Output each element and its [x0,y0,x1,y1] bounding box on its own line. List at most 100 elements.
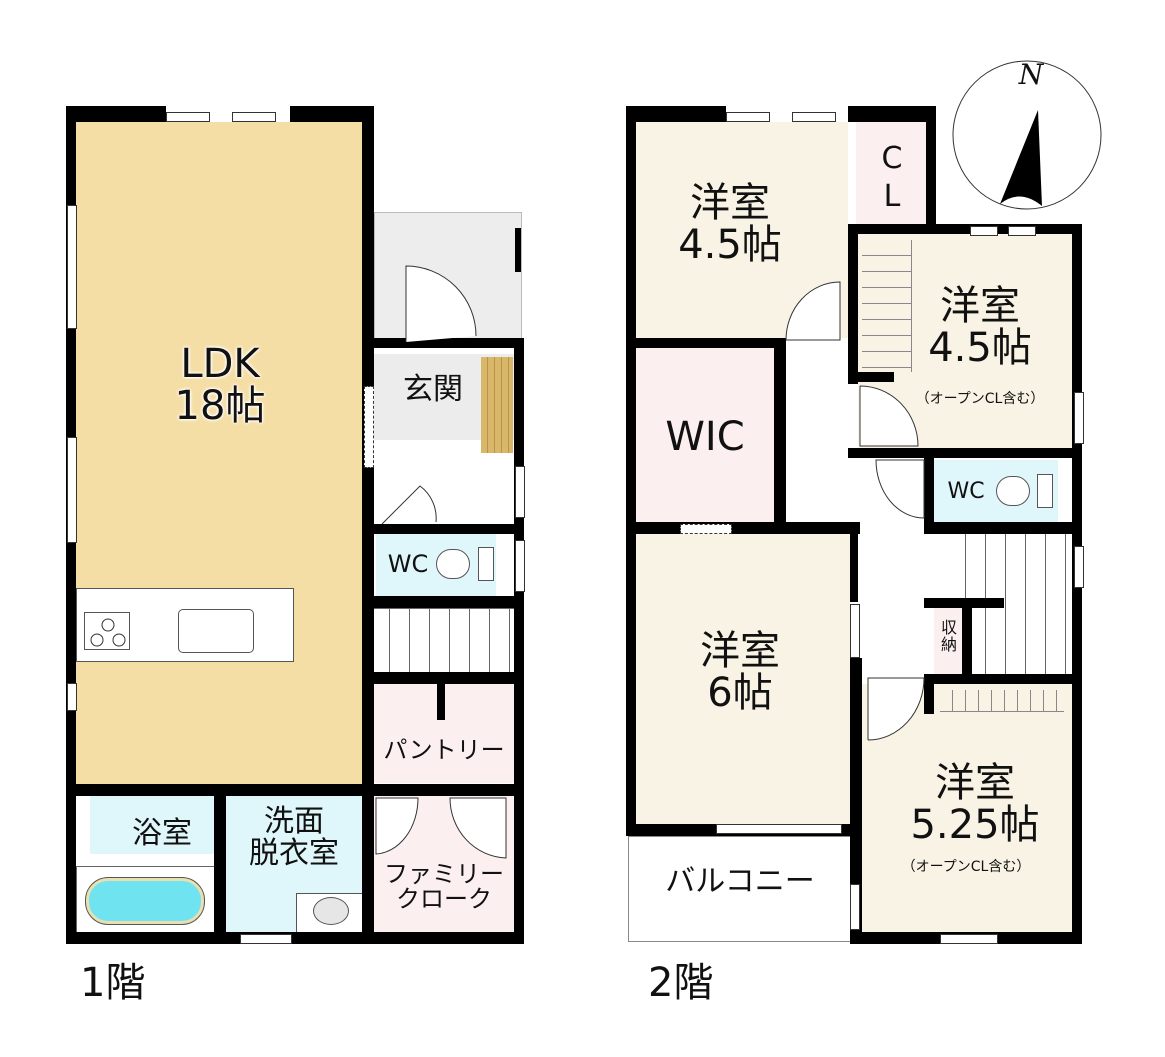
toilet-tank-icon [478,547,494,581]
balcony-area [628,836,852,942]
wall [626,522,860,534]
storage-room [934,608,964,674]
wall [924,522,1082,534]
room-size: 5.25帖 [910,802,1040,848]
door-swing-icon [375,797,419,855]
western-room-4-note: （オープンCL含む） [901,859,1031,875]
room-name-line: クローク [396,885,492,914]
room-name: LDK [180,341,260,387]
window [970,226,998,236]
balcony-label: バルコニー [665,864,815,899]
wall [370,596,524,608]
wall [214,796,226,944]
wall [774,338,786,534]
room-name: 洋室 [940,283,1020,329]
door-swing-icon [875,459,925,519]
room-name: 洋室 [700,628,780,674]
window [166,112,210,122]
wall [370,524,524,534]
wall [626,106,726,122]
window [364,386,374,468]
window [940,934,998,944]
western-room-4-label: 洋室 5.25帖 [880,762,1070,846]
wall [66,784,366,796]
room-name: 洋室 [690,180,770,226]
wall [437,684,445,720]
kitchen-sink-icon [178,609,254,653]
ldk-room [76,122,362,784]
wic-label: WIC [665,414,745,460]
wall [370,672,524,684]
bath-label: 浴室 [132,816,192,851]
closet-room [856,122,926,224]
wall [362,106,374,944]
wall [515,228,521,272]
stove-icon [84,612,130,650]
floor-2-label: 2階 [648,960,714,1006]
wall [848,372,894,382]
window [1008,226,1036,236]
western-room-2-label: 洋室 4.5帖 [890,285,1070,369]
wall [924,674,1082,684]
room-size: 6帖 [707,670,773,716]
room-name-line: 洗面 [264,804,324,839]
wall [924,674,934,714]
closet-label: C L [862,140,922,215]
room-name-line: C [881,141,903,176]
wall [850,534,858,602]
pantry-label: パントリー [383,736,505,764]
wc-label-f1: WC [387,550,429,578]
wc-label-f2: WC [947,479,985,504]
door-swing-icon [381,485,437,525]
washroom-label: 洗面 脱衣室 [226,806,362,869]
toilet-icon [436,549,470,579]
window [726,112,770,122]
room-name-line: ファミリー [384,860,504,888]
bath-room [90,796,214,854]
compass-icon [952,60,1102,210]
wall [626,338,786,348]
wall [848,224,1082,234]
door-swing-icon [449,797,507,859]
wall [926,106,936,234]
window [67,437,77,543]
western-room-2-note: （オープンCL含む） [915,391,1045,407]
bathtub-icon [86,878,204,924]
genkan-label: 玄関 [403,372,463,407]
room-name-line: 納 [940,634,957,654]
room-name: 洋室 [935,760,1015,806]
genkan-step [481,357,513,453]
floor-1-label: 1階 [80,960,146,1006]
window [240,934,292,944]
room-name-line: 収 [940,618,957,637]
wall [848,224,858,384]
window [1074,546,1084,588]
stairs-f1 [370,608,514,673]
door-swing-icon [867,677,925,741]
window [67,205,77,329]
room-size: 4.5帖 [928,325,1032,371]
toilet-icon [996,476,1030,506]
window [792,112,836,122]
wall [514,338,524,944]
wall [848,448,1082,458]
wall [626,106,636,834]
wall [962,598,972,678]
family-closet-label: ファミリー クローク [374,860,514,914]
western-room-1-label: 洋室 4.5帖 [650,182,810,266]
wall [66,932,524,944]
window [716,824,842,834]
window [1074,392,1084,444]
wall [370,784,524,796]
western-room-3 [636,534,850,828]
wall [66,106,166,122]
wall [290,106,374,122]
wall [850,658,862,944]
window [850,884,860,930]
window [515,466,525,518]
door-swing-icon [785,281,841,341]
north-label: N [1018,58,1044,91]
room-name-line: L [883,178,901,214]
western-room-3-label: 洋室 6帖 [660,630,820,714]
wall [848,106,934,122]
